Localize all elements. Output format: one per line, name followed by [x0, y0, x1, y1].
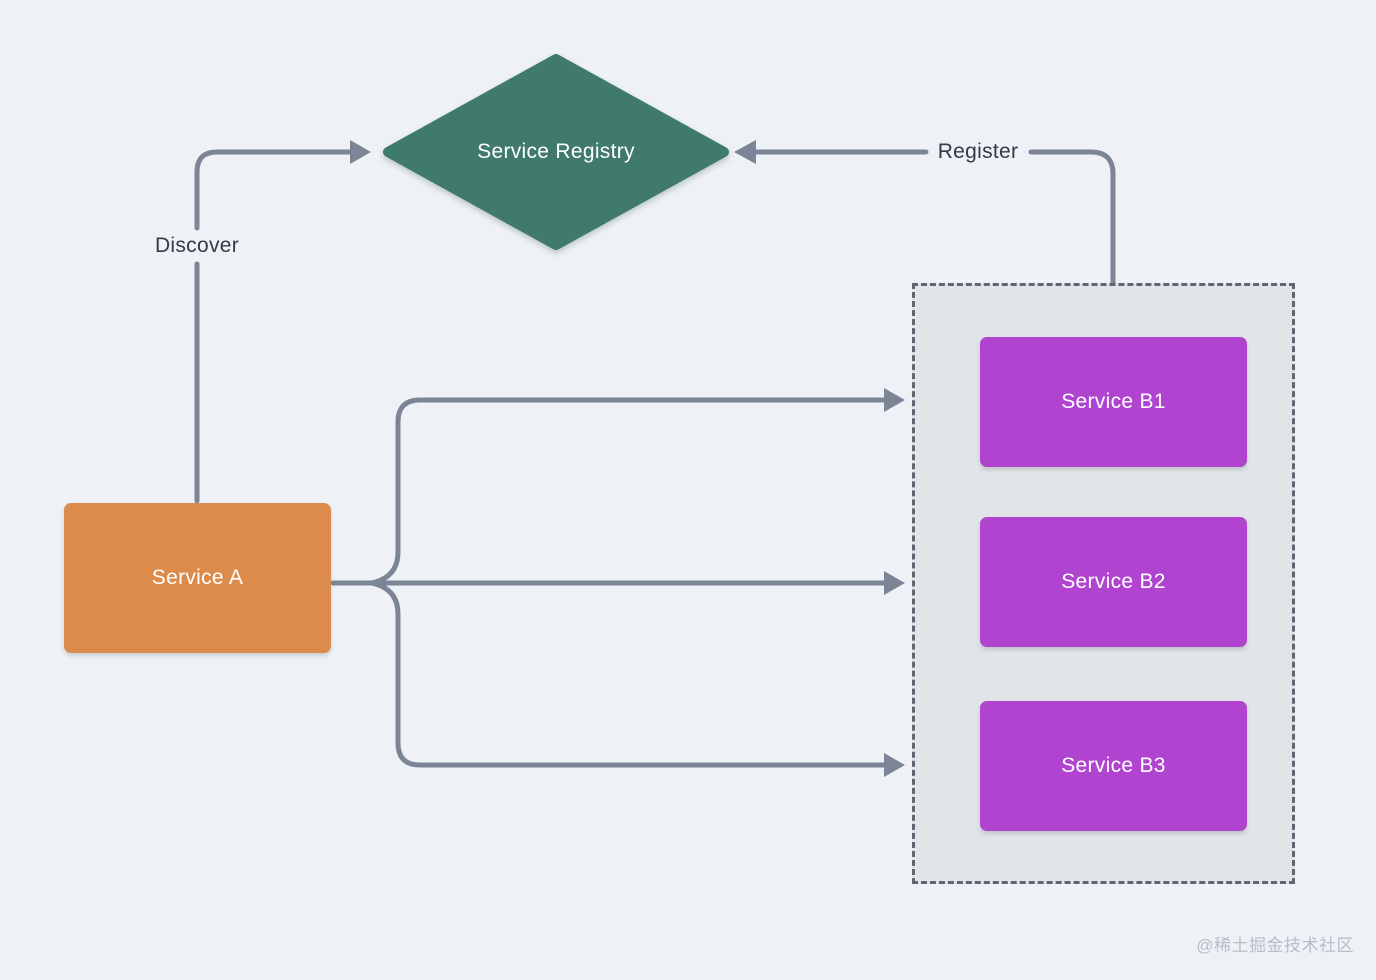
watermark-text: @稀土掘金技术社区 — [1196, 936, 1354, 955]
register-edge-right-segment — [1028, 149, 1116, 286]
b1-arrowhead-icon — [884, 388, 905, 412]
service-b1-node: Service B1 — [980, 337, 1247, 467]
register-edge-label: Register — [937, 140, 1019, 163]
discover-edge-upper-segment — [194, 149, 354, 231]
service-registry-node-label: Service Registry — [477, 140, 635, 163]
service-a-node: Service A — [64, 503, 331, 653]
service-b3-node: Service B3 — [980, 701, 1247, 831]
discover-arrowhead-icon — [350, 140, 371, 164]
b2-arrowhead-icon — [884, 571, 905, 595]
service-a-to-b1-edge — [369, 397, 887, 586]
b3-arrowhead-icon — [884, 753, 905, 777]
service-b2-node: Service B2 — [980, 517, 1247, 647]
service-registry-diamond — [383, 54, 729, 250]
discover-edge-label: Discover — [154, 234, 240, 257]
register-arrowhead-icon — [734, 140, 756, 164]
service-a-to-b3-edge — [369, 580, 887, 768]
